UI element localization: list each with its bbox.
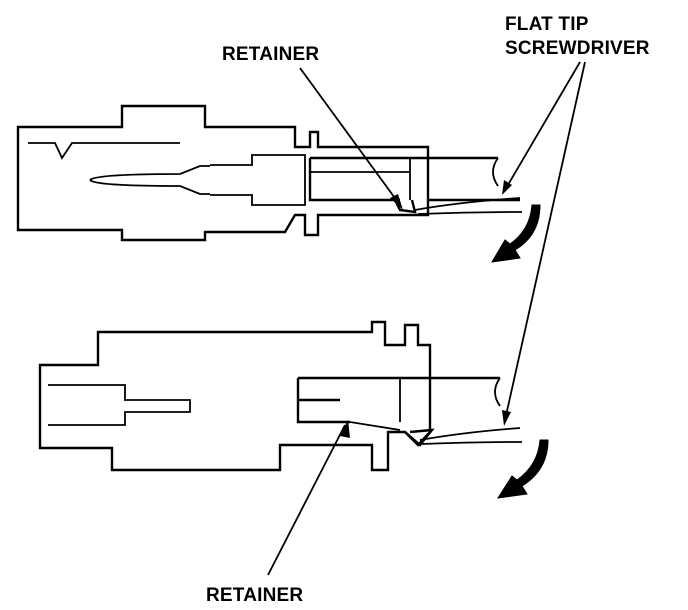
bottom-cable-tube xyxy=(296,376,500,424)
leader-retainer-bottom-arrowhead xyxy=(340,420,350,438)
leader-retainer-top xyxy=(299,67,401,206)
leader-screwdriver-top-arrowhead xyxy=(502,180,512,195)
bottom-retainer xyxy=(404,428,435,447)
leader-screwdriver-top xyxy=(504,61,581,191)
label-retainer-bottom: RETAINER xyxy=(206,585,303,606)
top-screwdriver-blade xyxy=(414,197,523,215)
top-cable-tube xyxy=(308,156,520,202)
top-retainer xyxy=(393,199,417,214)
curved-arrow-icon xyxy=(496,439,549,499)
top-terminal-pin xyxy=(89,165,210,195)
top-connector xyxy=(16,104,523,242)
bottom-cable-inner xyxy=(349,378,401,431)
bottom-cable-end xyxy=(494,377,501,407)
top-connector-housing xyxy=(16,104,430,242)
leader-screwdriver-bottom xyxy=(504,61,586,421)
label-retainer-top: RETAINER xyxy=(222,44,319,65)
leader-retainer-bottom xyxy=(267,424,346,576)
bottom-connector-housing xyxy=(38,320,432,472)
bottom-connector xyxy=(38,320,523,472)
top-connector-inner-step xyxy=(210,154,306,206)
top-cable-inner xyxy=(310,158,411,200)
label-screwdriver-line1: FLAT TIP xyxy=(505,14,589,35)
top-connector-cavity-notch xyxy=(28,142,180,160)
top-cable-end xyxy=(492,157,499,187)
leader-retainer-top-arrowhead xyxy=(390,194,403,210)
bottom-connector-cavity xyxy=(48,384,191,426)
label-screwdriver-line2: SCREWDRIVER xyxy=(505,38,650,59)
bottom-screwdriver-blade xyxy=(419,427,523,445)
curved-arrow-icon xyxy=(491,204,541,263)
leader-screwdriver-bottom-arrowhead xyxy=(502,410,511,426)
